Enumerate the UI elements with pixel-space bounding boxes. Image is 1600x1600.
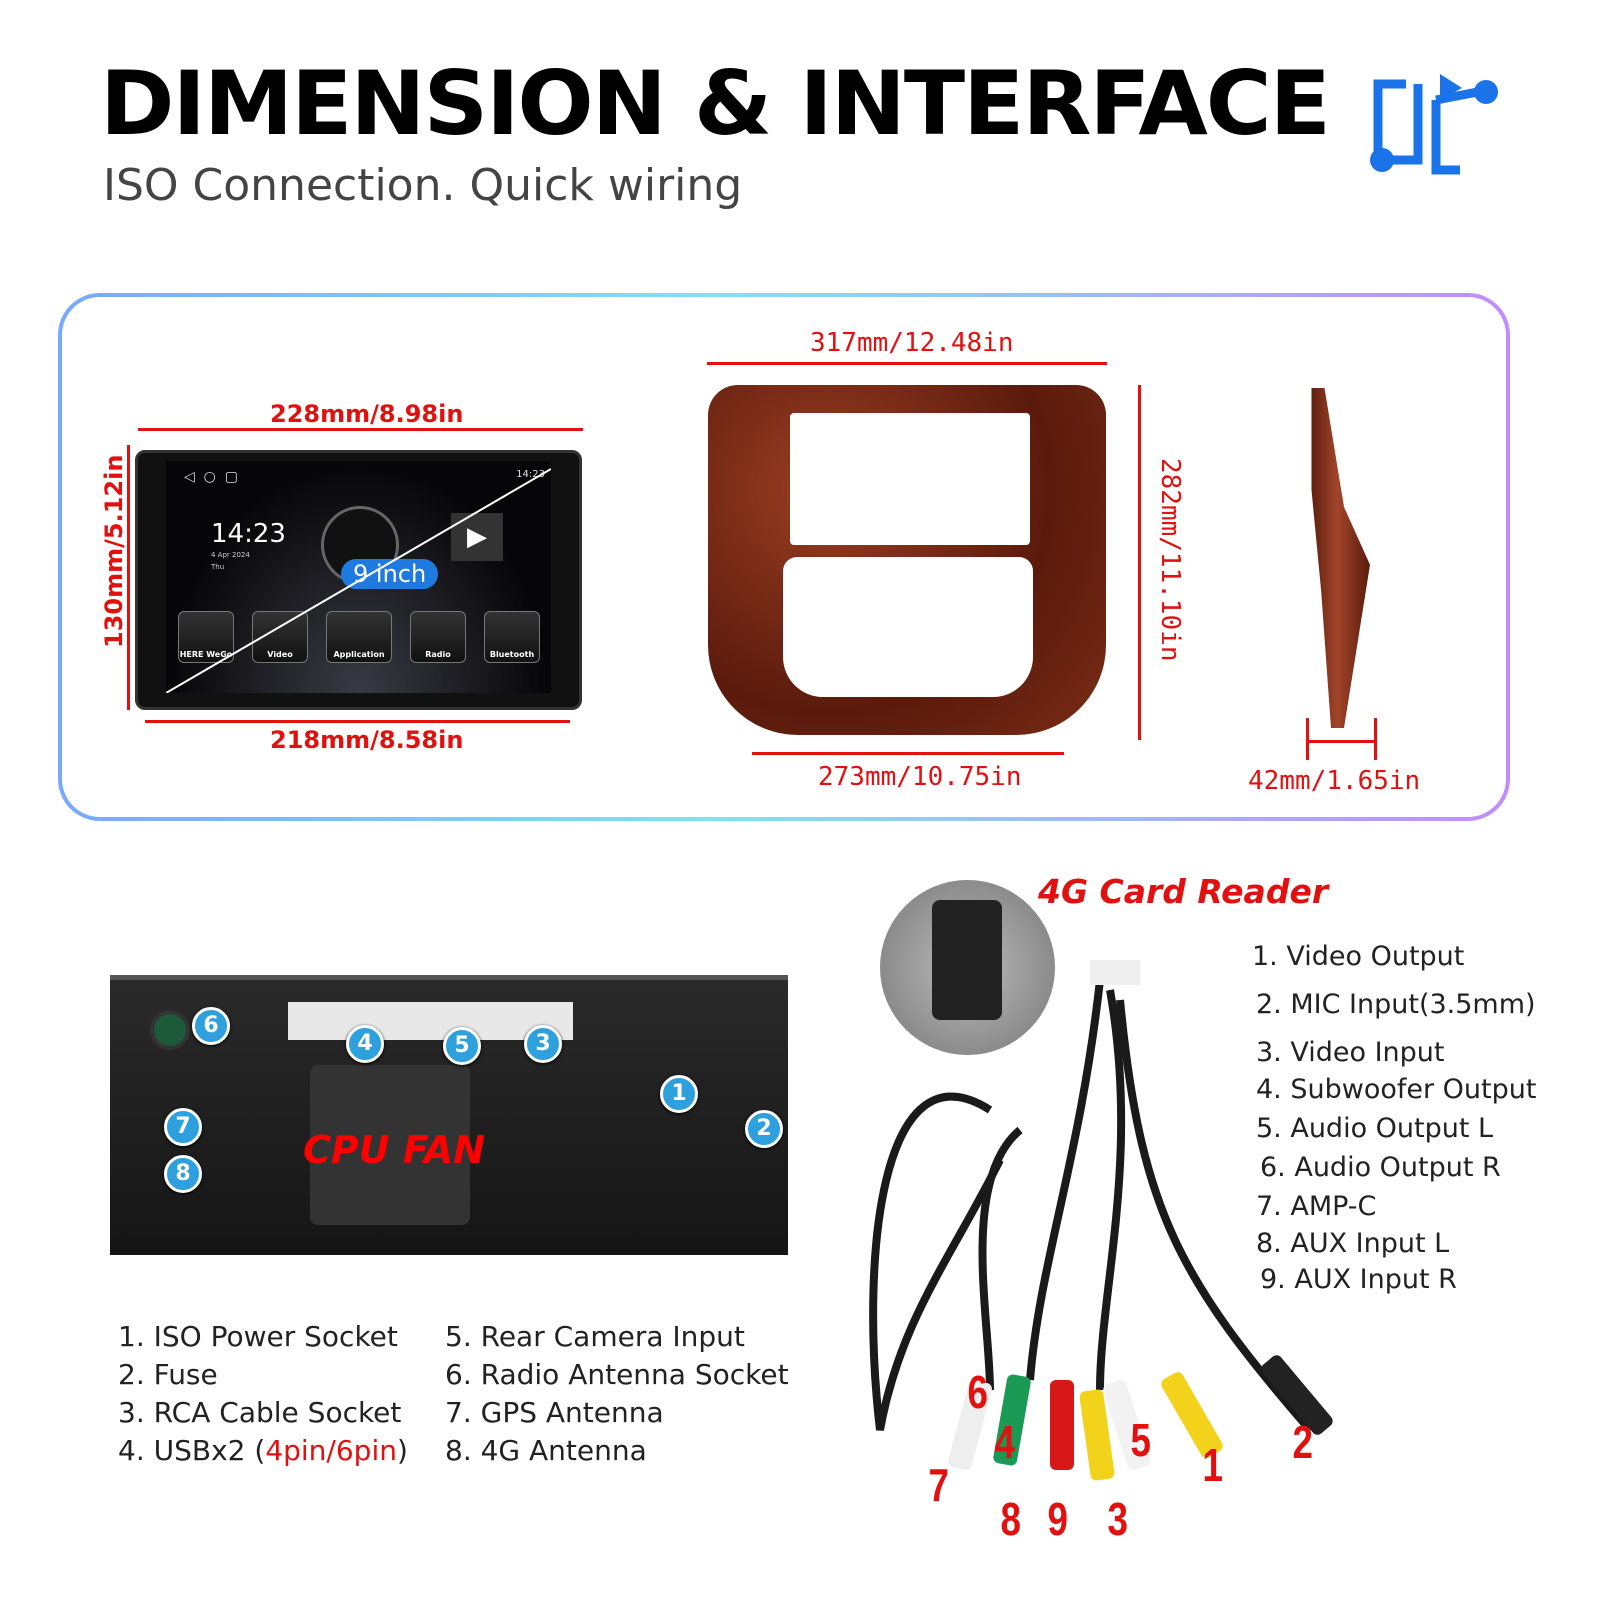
- plug-number-4: 4: [994, 1416, 1016, 1468]
- frame-width-top-label: 317mm/12.48in: [810, 328, 1014, 358]
- marker-6: 6: [192, 1007, 230, 1045]
- clock-time: 14:23: [211, 519, 286, 549]
- cpu-fan-label: CPU FAN: [303, 1128, 486, 1172]
- rca-plug-red: [1050, 1380, 1074, 1470]
- diagonal-line: [166, 468, 551, 693]
- dimension-line: [138, 428, 583, 431]
- marker-3: 3: [524, 1025, 562, 1063]
- card-reader-inset-image: [880, 880, 1055, 1055]
- plug-number-9: 9: [1047, 1493, 1069, 1545]
- app-application[interactable]: Application: [326, 611, 392, 663]
- list-item: 3. Video Input: [1256, 1037, 1445, 1068]
- unit-width-top-label: 228mm/8.98in: [270, 400, 464, 428]
- marker-8: 8: [164, 1155, 202, 1193]
- marker-2: 2: [745, 1110, 783, 1148]
- page-title: DIMENSION & INTERFACE: [100, 52, 1331, 155]
- marker-5: 5: [443, 1027, 481, 1065]
- app-bluetooth[interactable]: Bluetooth: [484, 611, 540, 663]
- plug-number-2: 2: [1292, 1416, 1314, 1468]
- list-item: 8. AUX Input L: [1256, 1228, 1450, 1259]
- dimension-line: [127, 445, 130, 710]
- list-item: 8. 4G Antenna: [445, 1434, 647, 1467]
- list-item: 1. ISO Power Socket: [118, 1320, 398, 1353]
- list-item: 7. GPS Antenna: [445, 1396, 664, 1429]
- cpu-fan: [310, 1065, 470, 1225]
- back-list-col1: 1. ISO Power Socket 2. Fuse 3. RCA Cable…: [118, 1318, 408, 1470]
- list-item: 3. RCA Cable Socket: [118, 1396, 402, 1429]
- dimension-line: [1138, 385, 1141, 740]
- unit-height-label: 130mm/5.12in: [100, 454, 128, 648]
- list-item: 6. Audio Output R: [1260, 1152, 1501, 1183]
- antenna-socket: [150, 1010, 190, 1050]
- plug-number-3: 3: [1107, 1493, 1129, 1545]
- marker-7: 7: [164, 1108, 202, 1146]
- dimension-line: [1374, 718, 1377, 760]
- cable-list-b: 4. Subwoofer Output 5. Audio Output L 6.…: [1256, 1070, 1536, 1298]
- list-item: 5. Rear Camera Input: [445, 1320, 745, 1353]
- plug-number-8: 8: [1000, 1493, 1022, 1545]
- list-item: 2. MIC Input(3.5mm): [1256, 989, 1536, 1020]
- clock-date: 4 Apr 2024: [211, 551, 250, 559]
- dimension-line: [1307, 740, 1377, 743]
- marker-1: 1: [660, 1075, 698, 1113]
- back-list-col2: 5. Rear Camera Input 6. Radio Antenna So…: [445, 1318, 789, 1470]
- clock-day: Thu: [211, 563, 225, 571]
- depth-label: 42mm/1.65in: [1248, 766, 1421, 796]
- dash-frame-image: [708, 385, 1106, 735]
- cable-list-a: 1. Video Output 2. MIC Input(3.5mm) 3. V…: [1252, 935, 1536, 1075]
- app-here-wego[interactable]: HERE WeGo: [178, 611, 234, 663]
- plug-number-6: 6: [967, 1366, 989, 1418]
- list-item: 6. Radio Antenna Socket: [445, 1358, 789, 1391]
- plug-number-5: 5: [1130, 1414, 1152, 1466]
- dimension-line: [707, 362, 1107, 365]
- plug-number-7: 7: [928, 1459, 950, 1511]
- list-item: 4. Subwoofer Output: [1256, 1074, 1537, 1105]
- plug-number-1: 1: [1202, 1439, 1224, 1491]
- nav-bar-icons: ◁ ○ ▢: [184, 469, 239, 485]
- marker-4: 4: [346, 1025, 384, 1063]
- list-item: 2. Fuse: [118, 1358, 218, 1391]
- head-unit-screen: ◁ ○ ▢ 14:23 14:23 4 Apr 2024 Thu ▶ 9 inc…: [135, 450, 582, 710]
- list-item: 9. AUX Input R: [1260, 1264, 1457, 1295]
- interface-connection-icon: [1370, 74, 1498, 175]
- card-reader-label: 4G Card Reader: [1038, 872, 1329, 911]
- list-item: 7. AMP-C: [1256, 1191, 1377, 1222]
- frame-height-label: 282mm/11.10in: [1155, 458, 1185, 662]
- list-item: 5. Audio Output L: [1256, 1113, 1494, 1144]
- unit-width-bottom-label: 218mm/8.58in: [270, 726, 464, 754]
- screen-size-badge: 9 inch: [341, 559, 439, 589]
- dimension-line: [145, 720, 570, 723]
- list-item: 4. USBx2 (4pin/6pin): [118, 1434, 408, 1467]
- dimension-line: [1306, 718, 1309, 760]
- status-time: 14:23: [516, 469, 545, 480]
- frame-width-bottom-label: 273mm/10.75in: [818, 762, 1022, 792]
- dimension-line: [752, 752, 1064, 755]
- list-item: 1. Video Output: [1252, 941, 1465, 972]
- app-radio[interactable]: Radio: [410, 611, 466, 663]
- page-subtitle: ISO Connection. Quick wiring: [103, 160, 743, 211]
